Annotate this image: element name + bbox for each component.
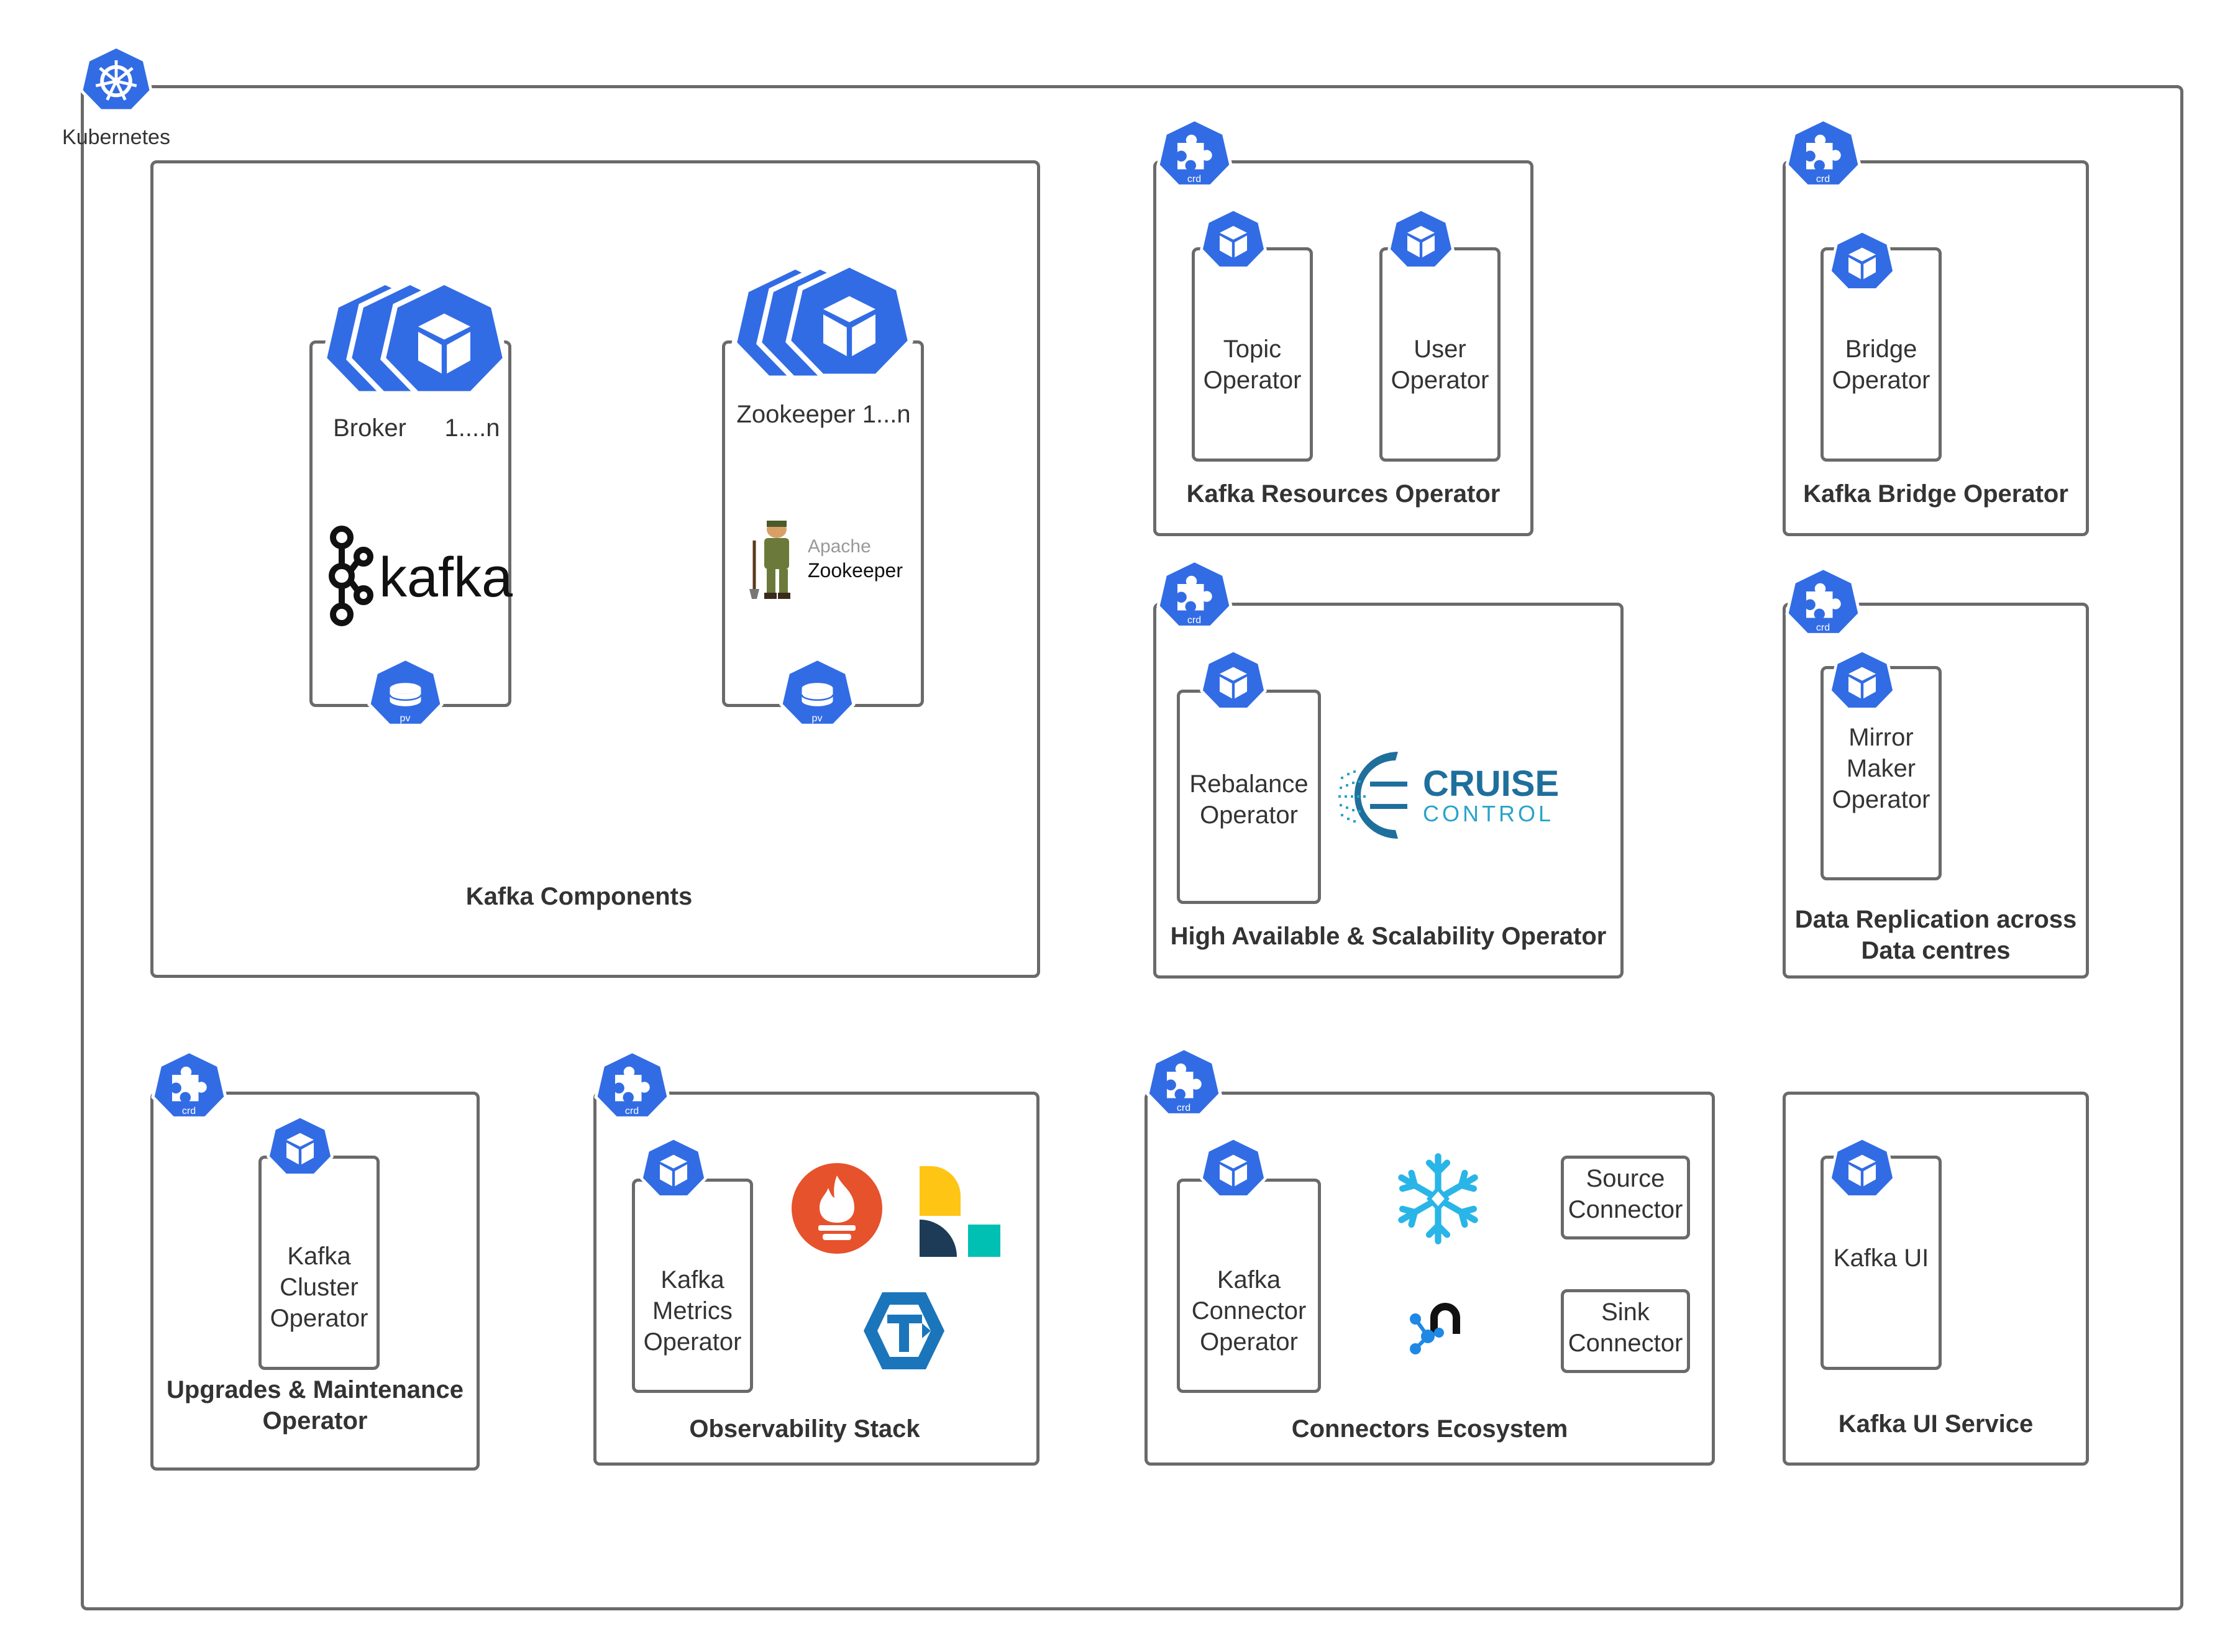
- cluster-operator-pod[interactable]: [258, 1156, 380, 1370]
- kafka-components-group: [150, 160, 1040, 978]
- user-operator-pod[interactable]: [1379, 247, 1501, 462]
- mirror-maker-cube-icon: [1828, 649, 1896, 718]
- topic-operator-line2: Operator: [1203, 367, 1302, 394]
- kafka-bridge-group: [1783, 160, 2089, 536]
- user-operator-cube-icon: [1387, 208, 1455, 276]
- rebalance-operator-line1: Rebalance: [1189, 770, 1309, 798]
- sink-connector-line2: Connector: [1568, 1330, 1683, 1357]
- broker-count: 1....n: [444, 414, 500, 442]
- tempo-icon: [864, 1292, 944, 1369]
- kafka-components-title: Kafka Components: [465, 883, 693, 910]
- connector-operator-line1: Kafka: [1217, 1266, 1281, 1294]
- topic-operator-line1: Topic: [1223, 335, 1282, 363]
- zookeeper-cube-icon: [784, 262, 915, 393]
- sink-connector-line1: Sink: [1601, 1298, 1650, 1326]
- connector-hub-icon: [1410, 1303, 1460, 1354]
- kafka-resources-group: [1153, 160, 1533, 536]
- upgrades-title-line2: Operator: [262, 1407, 368, 1435]
- prometheus-icon: [792, 1163, 882, 1254]
- zookeeper-logo-apache: Apache: [808, 536, 871, 557]
- connectors-group: [1144, 1092, 1715, 1466]
- cruise-logo-line1: CRUISE: [1423, 764, 1560, 804]
- broker-cube-icon: [379, 280, 509, 410]
- kafka-logo-text: kafka: [379, 547, 513, 609]
- high-available-title: High Available & Scalability Operator: [1170, 923, 1607, 950]
- zookeeper-logo-text: Zookeeper: [808, 559, 903, 582]
- metrics-operator-line3: Operator: [643, 1328, 742, 1356]
- kafka-bridge-crd-badge: crd: [1816, 174, 1830, 185]
- observability-crd-badge: crd: [624, 1106, 639, 1116]
- zookeeper-mascot-icon: [749, 521, 790, 599]
- snowflake-icon: [1398, 1153, 1478, 1244]
- cruise-logo-line2: CONTROL: [1423, 801, 1555, 826]
- connector-operator-line3: Operator: [1200, 1328, 1298, 1356]
- connector-operator-pod[interactable]: [1177, 1179, 1321, 1393]
- connectors-crd-badge: crd: [1176, 1103, 1191, 1113]
- connectors-title: Connectors Ecosystem: [1291, 1415, 1568, 1443]
- kafka-resources-title: Kafka Resources Operator: [1186, 480, 1501, 508]
- observability-title: Observability Stack: [689, 1415, 920, 1443]
- kafka-ui-cube-icon: [1828, 1137, 1896, 1205]
- bridge-operator-cube-icon: [1828, 230, 1896, 298]
- upgrades-crd-badge: crd: [181, 1106, 196, 1116]
- user-operator-line2: Operator: [1391, 367, 1489, 394]
- broker-pv-badge: pv: [400, 713, 411, 724]
- data-replication-title-line2: Data centres: [1861, 937, 2011, 964]
- kafka-resources-crd-badge: crd: [1187, 174, 1202, 185]
- bridge-operator-line1: Bridge: [1845, 335, 1917, 363]
- metrics-operator-line2: Metrics: [652, 1297, 733, 1325]
- broker-label: Broker: [333, 414, 406, 442]
- kubernetes-cluster-frame: [81, 85, 2183, 1610]
- upgrades-group: [150, 1092, 480, 1471]
- rebalance-operator-pod[interactable]: [1177, 690, 1321, 904]
- source-connector-box[interactable]: [1561, 1156, 1690, 1239]
- upgrades-title-line1: Upgrades & Maintenance: [167, 1376, 464, 1403]
- kubernetes-label: Kubernetes: [62, 125, 170, 149]
- kafka-ui-title: Kafka UI Service: [1838, 1410, 2034, 1438]
- topic-operator-cube-icon: [1199, 208, 1268, 276]
- broker-pod: [309, 340, 511, 707]
- kafka-bridge-title: Kafka Bridge Operator: [1803, 480, 2068, 508]
- data-replication-title-line1: Data Replication across: [1794, 906, 2077, 933]
- rebalance-operator-cube-icon: [1199, 649, 1268, 718]
- high-available-crd-badge: crd: [1187, 615, 1202, 626]
- mirror-maker-line3: Operator: [1832, 786, 1930, 813]
- kafka-logo-icon: [329, 526, 373, 626]
- kafka-ui-label: Kafka UI: [1833, 1244, 1929, 1272]
- user-operator-line1: User: [1414, 335, 1466, 363]
- metrics-operator-line1: Kafka: [660, 1266, 724, 1294]
- data-replication-group: [1783, 603, 2089, 979]
- connector-operator-cube-icon: [1199, 1137, 1268, 1205]
- bridge-operator-line2: Operator: [1832, 367, 1930, 394]
- zookeeper-pv-badge: pv: [811, 713, 823, 724]
- kafka-ui-group: [1783, 1092, 2089, 1466]
- cluster-operator-line1: Kafka: [287, 1243, 351, 1270]
- cluster-operator-line2: Cluster: [280, 1274, 359, 1301]
- connector-operator-line2: Connector: [1191, 1297, 1307, 1325]
- kubernetes-icon: [79, 45, 153, 120]
- data-replication-crd-badge: crd: [1816, 623, 1830, 633]
- mirror-maker-line1: Mirror: [1848, 724, 1914, 751]
- kibana-icon: [920, 1166, 1000, 1257]
- source-connector-line2: Connector: [1568, 1196, 1683, 1223]
- zookeeper-label: Zookeeper 1...n: [736, 401, 911, 428]
- cluster-operator-cube-icon: [266, 1115, 334, 1184]
- high-available-group: [1153, 603, 1624, 979]
- cruise-control-logo-icon: [1338, 752, 1407, 839]
- source-connector-line1: Source: [1586, 1165, 1665, 1192]
- cluster-operator-line3: Operator: [270, 1305, 368, 1332]
- metrics-operator-cube-icon: [639, 1137, 708, 1205]
- observability-group: [593, 1092, 1039, 1466]
- sink-connector-box[interactable]: [1561, 1289, 1690, 1373]
- mirror-maker-line2: Maker: [1846, 755, 1916, 782]
- rebalance-operator-line2: Operator: [1200, 801, 1298, 829]
